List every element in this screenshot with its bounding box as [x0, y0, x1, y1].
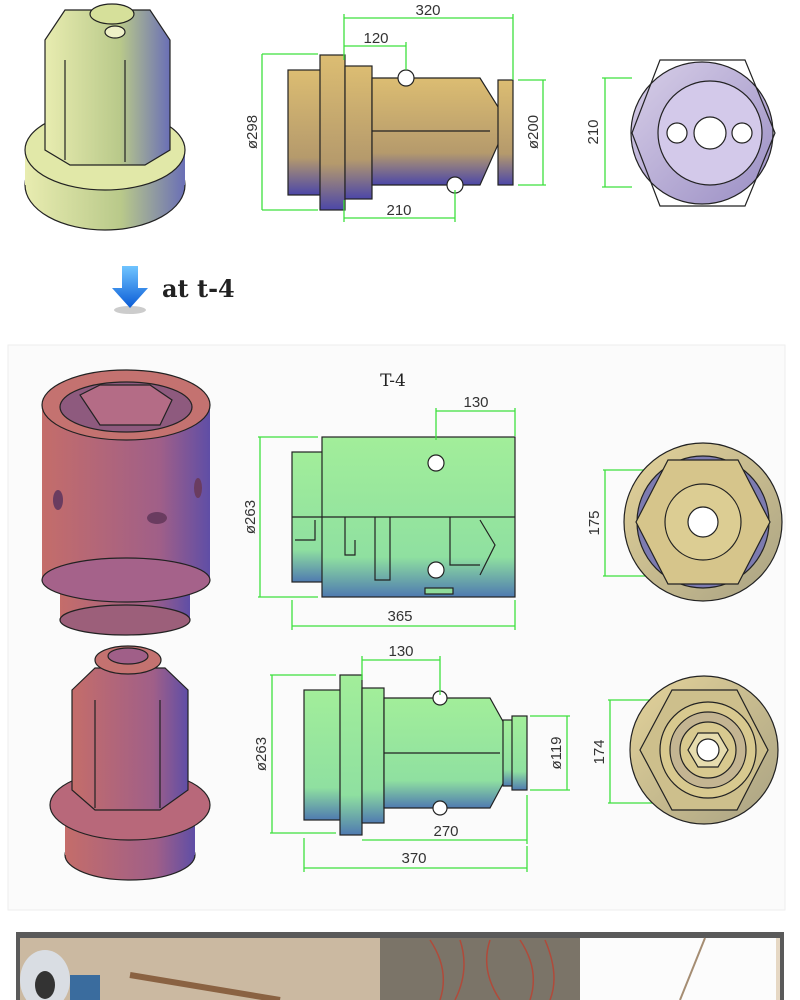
caption-at-t4: at t-4 — [162, 274, 235, 303]
dim-210-length: 210 — [386, 202, 411, 219]
dim-120: 120 — [363, 30, 388, 47]
dim-365: 365 — [387, 608, 412, 625]
adapter-end-view — [629, 675, 779, 825]
down-arrow-icon — [112, 266, 148, 314]
dim-diameter-119: ø119 — [548, 736, 565, 769]
dimension-lines-adapter — [270, 656, 660, 872]
dim-diameter-200: ø200 — [525, 115, 542, 149]
dim-174: 174 — [591, 739, 608, 764]
adapter-side-view-tan — [287, 54, 514, 211]
dim-175: 175 — [586, 510, 603, 535]
dim-diameter-263-socket: ø263 — [242, 500, 259, 534]
adapter-3d-view-red — [49, 645, 211, 881]
t4-title: T-4 — [380, 371, 406, 391]
adapter-3d-view-yellow — [24, 3, 186, 231]
socket-end-view — [623, 442, 783, 602]
dim-130-adapter: 130 — [388, 643, 413, 660]
adapter-end-view-purple — [630, 59, 776, 207]
dim-370: 370 — [401, 850, 426, 867]
dim-210-hex: 210 — [585, 119, 602, 144]
dim-130-socket: 130 — [463, 394, 488, 411]
dimension-lines-top — [261, 14, 632, 222]
dim-diameter-298: ø298 — [244, 115, 261, 149]
dim-320: 320 — [415, 2, 440, 19]
dim-diameter-263-adapter: ø263 — [253, 737, 270, 771]
adapter-side-view-green — [303, 674, 528, 836]
socket-3d-view-red — [41, 369, 211, 636]
workshop-photo — [16, 932, 784, 1000]
dimension-lines-socket — [258, 408, 660, 630]
socket-side-view-green — [291, 436, 516, 598]
dim-270: 270 — [433, 823, 458, 840]
